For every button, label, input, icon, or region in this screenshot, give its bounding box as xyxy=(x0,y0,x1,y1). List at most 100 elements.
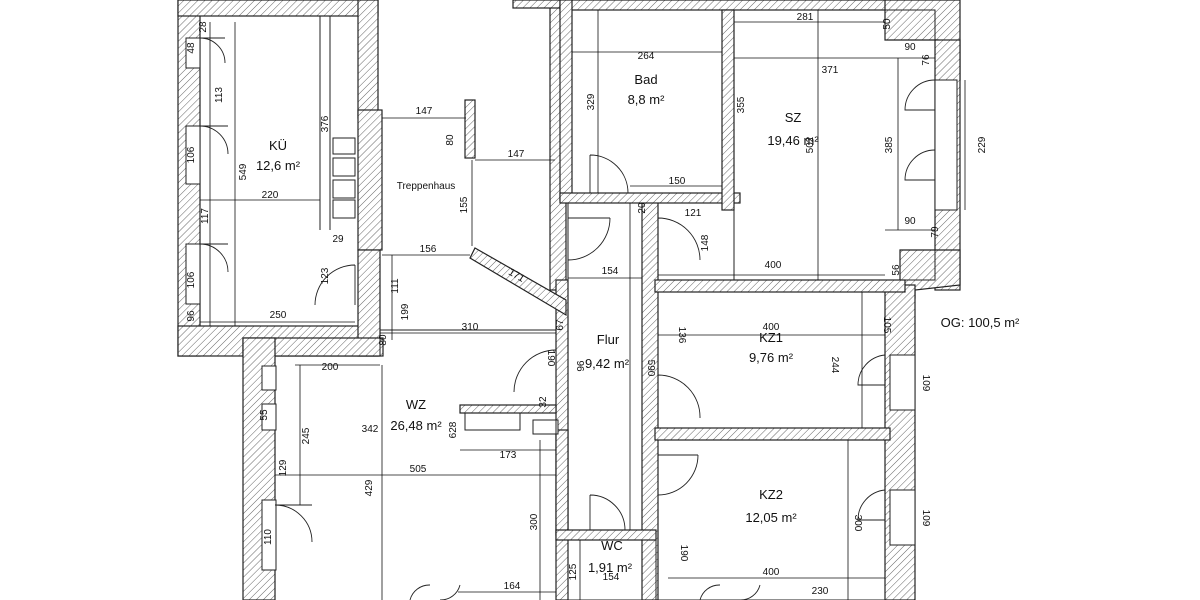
door-wc xyxy=(589,494,626,531)
dim-text: 117 xyxy=(200,208,211,224)
door-wz xyxy=(513,349,557,393)
door-wz-window xyxy=(274,504,313,543)
door-kue-window-2 xyxy=(199,125,229,155)
dim-text: 123 xyxy=(320,267,331,284)
door-kue-window-1 xyxy=(199,37,226,64)
dim-text: 150 xyxy=(669,176,686,187)
kitchen-cab-2 xyxy=(332,157,356,177)
dim-text: 147 xyxy=(508,149,525,160)
dim-text: 155 xyxy=(459,196,470,213)
room-name-kue: KÜ xyxy=(269,138,287,153)
dim-text: 106 xyxy=(186,271,197,288)
door-kz2-window xyxy=(857,489,886,521)
door-kz2 xyxy=(657,454,699,496)
door-kz2-bottom xyxy=(699,584,761,600)
dim-text: 147 xyxy=(416,106,433,117)
stair-pillar xyxy=(464,99,476,159)
dim-text: 199 xyxy=(400,303,411,320)
dim-text: 329 xyxy=(586,93,597,110)
dim-text: 400 xyxy=(763,322,780,333)
dim-text: 400 xyxy=(765,260,782,271)
dim-text: 502 xyxy=(805,136,816,153)
dim-text: 129 xyxy=(278,459,289,476)
dim-text: 310 xyxy=(462,322,479,333)
dim-text: 125 xyxy=(568,563,579,580)
dim-text: 300 xyxy=(852,515,863,532)
wall-sz-bottom xyxy=(654,279,906,293)
dim-text: 32 xyxy=(538,396,549,408)
dim-text: 220 xyxy=(262,190,279,201)
room-area-kz2: 12,05 m² xyxy=(745,510,797,525)
dim-text: 371 xyxy=(822,65,839,76)
outline-flur xyxy=(567,202,643,531)
dim-text: 67 xyxy=(555,319,566,331)
built-in-1 xyxy=(464,411,521,431)
dim-text: 355 xyxy=(736,96,747,113)
room-area-kue: 12,6 m² xyxy=(256,158,301,173)
dim-text: 121 xyxy=(685,208,702,219)
dim-text: 154 xyxy=(603,572,620,583)
room-area-bad: 8,8 m² xyxy=(628,92,666,107)
dim-text: 50 xyxy=(882,18,893,30)
dim-text: 245 xyxy=(301,427,312,444)
dim-text: 106 xyxy=(186,146,197,163)
room-area-wz: 26,48 m² xyxy=(390,418,442,433)
dim-text: 76 xyxy=(921,54,932,66)
door-flur-stair xyxy=(567,217,611,261)
window-kz1 xyxy=(889,354,916,411)
dim-text: 342 xyxy=(362,424,379,435)
dim-text: 29 xyxy=(332,234,344,245)
kitchen-cab-4 xyxy=(332,199,356,219)
wall-stair-right-upper xyxy=(357,109,383,251)
door-sz-window-2 xyxy=(904,149,936,181)
wall-bad-top xyxy=(559,0,906,11)
wall-wz-right xyxy=(555,429,569,600)
dim-text: 90 xyxy=(904,216,916,227)
room-name-sz: SZ xyxy=(785,110,802,125)
dim-text: 281 xyxy=(797,12,814,23)
dim-text: 250 xyxy=(270,310,287,321)
dimension-texts: 28 48 113 106 549 117 106 96 376 220 250… xyxy=(186,12,988,597)
room-name-wc: WC xyxy=(601,538,623,553)
dim-text: 505 xyxy=(410,464,427,475)
dim-text: 628 xyxy=(448,421,459,438)
dim-text: 79 xyxy=(930,226,941,238)
dim-text: 164 xyxy=(504,581,521,592)
dim-text: 148 xyxy=(700,234,711,251)
wall-bad-right xyxy=(721,9,735,211)
dim-text: 96 xyxy=(574,360,585,372)
dim-text: 48 xyxy=(186,42,197,54)
dim-text: 173 xyxy=(500,450,517,461)
window-kz2 xyxy=(889,489,916,546)
dim-text: 190 xyxy=(678,545,689,562)
wall-top-mid xyxy=(512,0,567,9)
dim-text: 400 xyxy=(763,567,780,578)
windows xyxy=(185,37,958,571)
dim-text: 111 xyxy=(390,278,401,294)
outline-bad xyxy=(571,9,723,194)
room-name-kz2: KZ2 xyxy=(759,487,783,502)
dim-text: 154 xyxy=(602,266,619,277)
dim-text: 110 xyxy=(263,529,274,545)
door-kue-window-3 xyxy=(199,243,229,273)
dim-text: 385 xyxy=(884,136,895,153)
dim-text: 200 xyxy=(322,362,339,373)
dim-text: 109 xyxy=(920,510,931,527)
wall-kitchen-right xyxy=(357,0,379,119)
doors xyxy=(199,37,936,600)
window-kue-2 xyxy=(185,125,201,185)
dim-text: 376 xyxy=(320,115,331,132)
dim-text: 429 xyxy=(364,479,375,496)
dim-text: 229 xyxy=(977,136,988,153)
room-area-flur: 9,42 m² xyxy=(585,356,630,371)
window-sz xyxy=(934,79,958,211)
dim-text: 80 xyxy=(445,134,456,146)
kitchen-cab-3 xyxy=(332,179,356,199)
dim-text: 55 xyxy=(259,409,270,421)
dim-text: 56 xyxy=(891,264,902,276)
dim-text: 90 xyxy=(904,42,916,53)
dim-text: 80 xyxy=(378,334,389,346)
window-kue-3 xyxy=(185,243,201,305)
door-wz-bottom xyxy=(409,584,461,600)
